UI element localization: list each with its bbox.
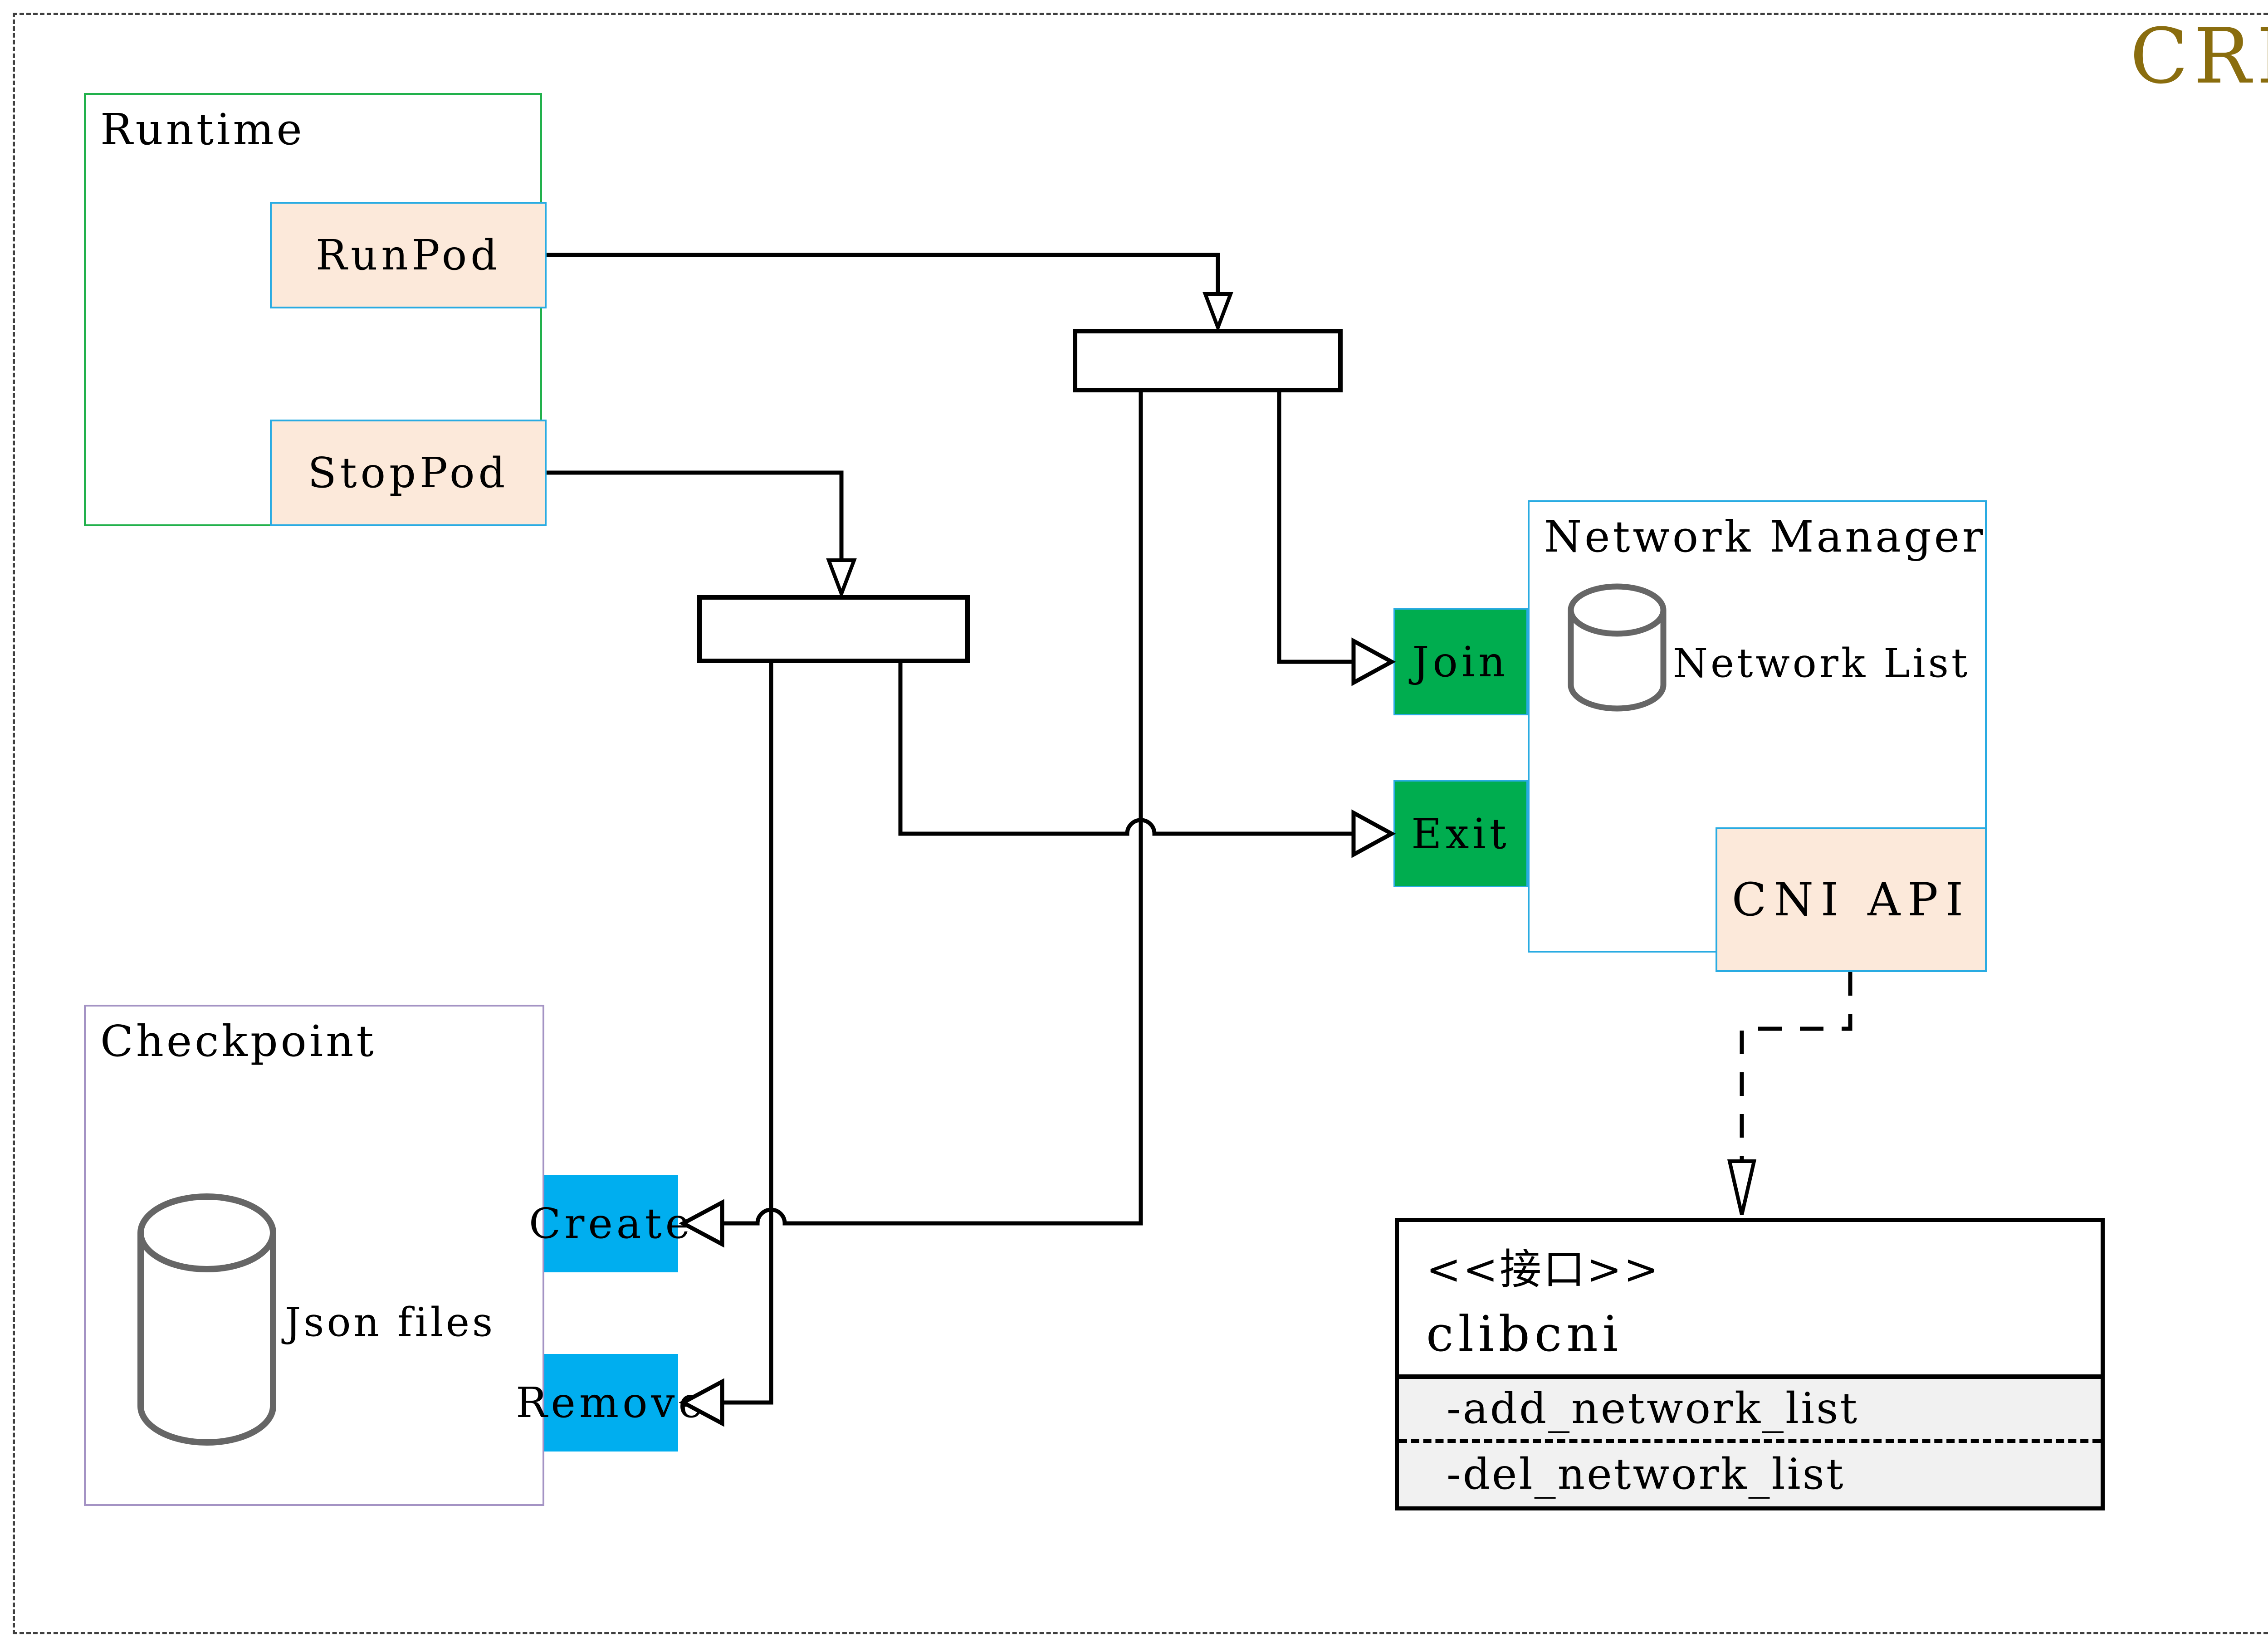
stoppod-label: StopPod xyxy=(308,449,509,497)
checkpoint-title: Checkpoint xyxy=(100,1017,376,1066)
join-label: Join xyxy=(1412,637,1509,686)
process-box-stoppod[interactable] xyxy=(697,595,970,663)
create-node[interactable]: Create xyxy=(529,1175,690,1272)
page-dashed-border xyxy=(13,13,2268,1634)
json-files-label: Json files xyxy=(285,1299,496,1346)
json-files-database-icon xyxy=(137,1193,277,1451)
clibcni-attribute-del: -del_network_list xyxy=(1447,1450,1845,1500)
cni-api-node[interactable]: CNI API xyxy=(1716,827,1987,972)
clibcni-name: clibcni xyxy=(1426,1306,1623,1363)
runpod-node[interactable]: RunPod xyxy=(270,202,547,308)
network-manager-title: Network Manager xyxy=(1544,512,1986,562)
clibcni-interface-box[interactable]: <<接口>> clibcni -add_network_list -del_ne… xyxy=(1395,1218,2105,1510)
network-list-label: Network List xyxy=(1673,640,1970,687)
remove-node[interactable]: Remove xyxy=(516,1354,703,1452)
process-box-runpod[interactable] xyxy=(1073,329,1343,392)
runtime-title: Runtime xyxy=(100,105,305,155)
runpod-label: RunPod xyxy=(315,231,501,279)
diagram-title: CRI xyxy=(2130,12,2268,101)
exit-label: Exit xyxy=(1411,809,1510,858)
clibcni-attribute-add: -add_network_list xyxy=(1399,1379,2101,1443)
remove-label: Remove xyxy=(516,1378,707,1427)
clibcni-stereotype: <<接口>> xyxy=(1426,1245,1661,1294)
clibcni-header: <<接口>> clibcni xyxy=(1399,1222,2101,1379)
network-list-database-icon xyxy=(1567,583,1667,714)
cni-api-label: CNI API xyxy=(1731,873,1971,926)
join-node[interactable]: Join xyxy=(1393,608,1528,715)
stoppod-node[interactable]: StopPod xyxy=(270,420,547,526)
create-label: Create xyxy=(528,1199,694,1248)
clibcni-attributes: -add_network_list -del_network_list xyxy=(1399,1379,2101,1506)
exit-node[interactable]: Exit xyxy=(1393,780,1528,887)
